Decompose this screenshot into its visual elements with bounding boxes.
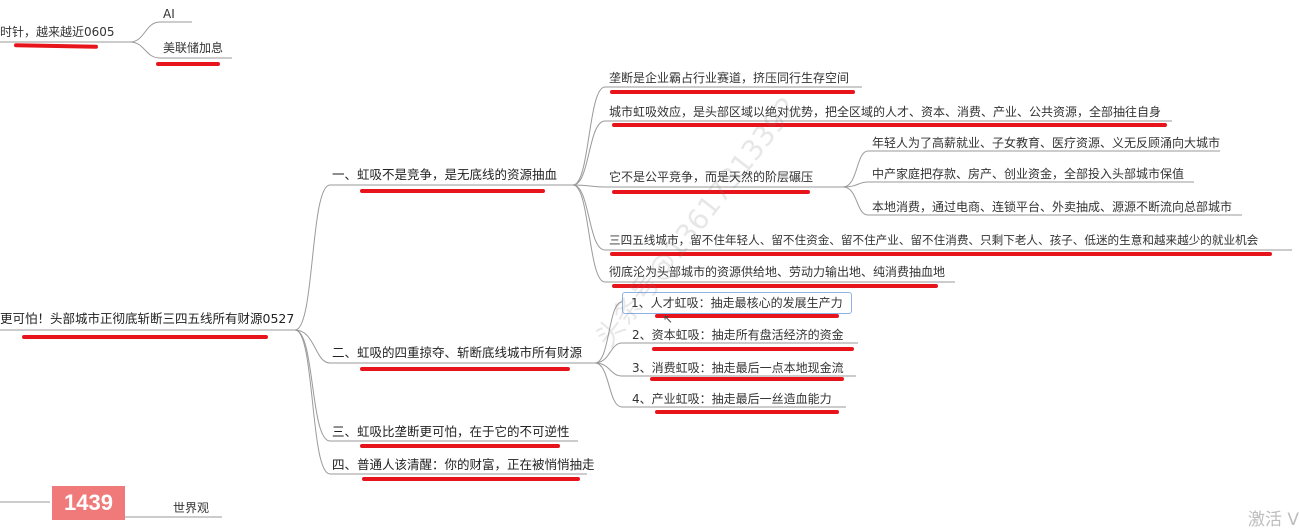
count-badge: 1439	[52, 486, 125, 520]
red-mark	[655, 410, 839, 414]
branch-1-child-1[interactable]: 垄断是企业霸占行业赛道，挤压同行生存空间	[609, 71, 850, 85]
red-mark	[22, 335, 268, 339]
mouse-cursor-icon: ↖	[663, 312, 674, 326]
red-mark	[610, 252, 1272, 256]
red-mark	[360, 444, 560, 448]
red-mark	[612, 284, 938, 288]
branch-1-child-2[interactable]: 城市虹吸效应，是头部区域以绝对优势，把全区域的人才、资本、消费、产业、公共资源，…	[609, 105, 1162, 119]
red-mark	[360, 189, 545, 193]
red-mark	[655, 314, 839, 318]
worldview-node[interactable]: 世界观	[173, 501, 210, 515]
red-mark	[612, 123, 1167, 127]
red-mark	[652, 347, 854, 351]
branch-1-grandchild-3[interactable]: 本地消费，通过电商、连锁平台、外卖抽成、源源不断流向总部城市	[872, 200, 1233, 214]
branch-2-node[interactable]: 二、虹吸的四重掠夺、斩断底线城市所有财源	[332, 345, 583, 360]
branch-1-child-5[interactable]: 彻底沦为头部城市的资源供给地、劳动力输出地、纯消费抽血地	[609, 265, 946, 279]
branch-2-child-2[interactable]: 2、资本虹吸：抽走所有盘活经济的资金	[632, 328, 844, 342]
red-mark	[610, 90, 855, 94]
branch-2-child-4[interactable]: 4、产业虹吸：抽走最后一丝造血能力	[632, 392, 832, 406]
branch-1-grandchild-2[interactable]: 中产家庭把存款、房产、创业资金，全部投入头部城市保值	[872, 167, 1185, 181]
branch-2-child-1[interactable]: 1、人才虹吸：抽走最核心的发展生产力	[622, 292, 852, 314]
red-mark	[360, 367, 570, 371]
top-child-ai[interactable]: AI	[163, 7, 175, 21]
root-node[interactable]: 更可怕！头部城市正彻底斩断三四五线所有财源0527	[0, 311, 295, 326]
red-mark	[650, 377, 844, 381]
activate-windows-text: 激活 V	[1248, 510, 1300, 530]
red-mark	[156, 62, 220, 66]
branch-2-child-3[interactable]: 3、消费虹吸：抽走最后一点本地现金流	[632, 361, 844, 375]
branch-1-grandchild-1[interactable]: 年轻人为了高薪就业、子女教育、医疗资源、义无反顾涌向大城市	[872, 136, 1221, 150]
red-mark	[362, 477, 580, 481]
branch-4-node[interactable]: 四、普通人该清醒：你的财富，正在被悄悄抽走	[332, 457, 595, 472]
branch-3-node[interactable]: 三、虹吸比垄断更可怕，在于它的不可逆性	[332, 424, 570, 439]
top-child-fed[interactable]: 美联储加息	[163, 41, 224, 55]
branch-1-child-3[interactable]: 它不是公平竞争，而是天然的阶层碾压	[609, 170, 814, 184]
branch-1-node[interactable]: 一、虹吸不是竞争，是无底线的资源抽血	[332, 167, 558, 182]
red-mark	[612, 190, 810, 194]
top-branch-node[interactable]: 时针，越来越近0605	[0, 25, 115, 39]
branch-1-child-4[interactable]: 三四五线城市，留不住年轻人、留不住资金、留不住产业、留不住消费、只剩下老人、孩子…	[609, 233, 1259, 247]
